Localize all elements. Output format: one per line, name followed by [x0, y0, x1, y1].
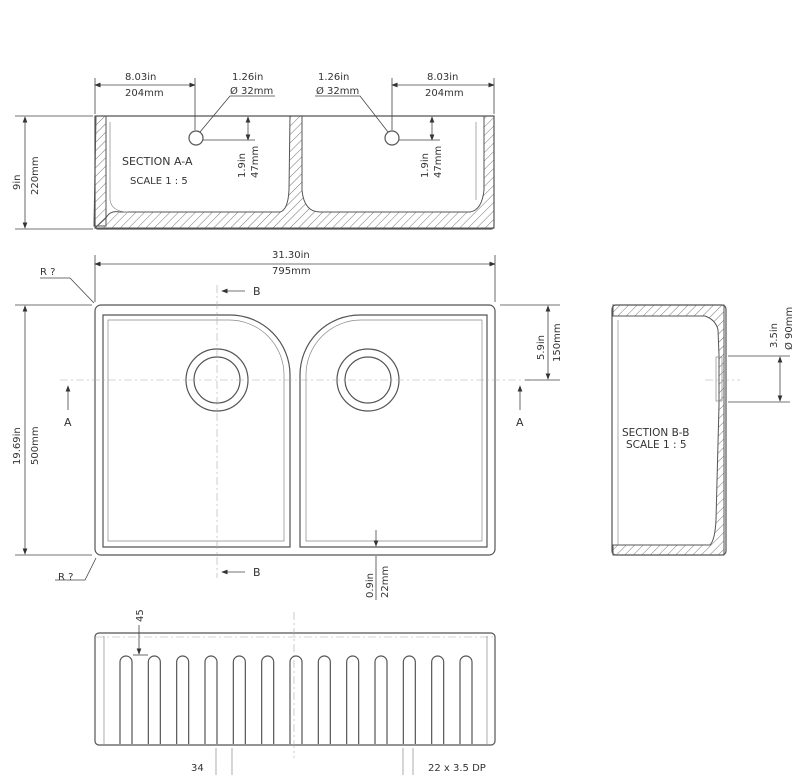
section-a-left-label: A: [64, 416, 72, 429]
radius-bottom-label: R ?: [58, 572, 73, 583]
aa-left-hole-in: 1.26in: [232, 72, 263, 83]
plan-width-mm: 795mm: [272, 266, 311, 277]
aa-hole-depth-left-in: 1.9in: [237, 153, 248, 178]
section-b-top-label: B: [253, 285, 261, 298]
bb-drain-in: 3.5in: [769, 323, 780, 348]
plan-width-in: 31.30in: [272, 250, 310, 261]
section-a-right-label: A: [516, 416, 524, 429]
flute: [289, 655, 303, 744]
aa-right-hole-in: 1.26in: [318, 72, 349, 83]
plan-view: 31.30in 795mm 19.69in 500mm 5.9in 150mm …: [12, 250, 563, 600]
plan-drain-offset-mm: 150mm: [552, 323, 563, 362]
flute: [232, 655, 246, 744]
section-a-a-view: 8.03in 204mm 1.26in Ø 32mm 1.26in Ø 32mm…: [12, 72, 495, 230]
aa-section-title: SECTION A-A: [122, 155, 193, 168]
aa-left-width-in: 8.03in: [125, 72, 156, 83]
flute: [317, 655, 331, 744]
section-b-bottom-label: B: [253, 566, 261, 579]
flute-group: [119, 655, 473, 744]
flute: [119, 655, 133, 744]
plan-rim-in: 0.9in: [365, 573, 376, 598]
aa-right-hole-mm: Ø 32mm: [316, 85, 359, 97]
plan-rim-mm: 22mm: [380, 566, 391, 598]
bb-section-scale: SCALE 1 : 5: [626, 439, 687, 451]
aa-left-width-mm: 204mm: [125, 88, 164, 99]
aa-section-scale: SCALE 1 : 5: [130, 176, 188, 187]
flute: [374, 655, 388, 744]
aa-hole-depth-right-mm: 47mm: [433, 146, 444, 178]
aa-hole-depth-right-in: 1.9in: [420, 153, 431, 178]
flute: [147, 655, 161, 744]
flute: [402, 655, 416, 744]
flute: [459, 655, 473, 744]
flute: [176, 655, 190, 744]
flute-note: 22 x 3.5 DP: [428, 763, 486, 774]
aa-right-width-mm: 204mm: [425, 88, 464, 99]
aa-right-width-in: 8.03in: [427, 72, 458, 83]
aa-hole-depth-left-mm: 47mm: [250, 146, 261, 178]
flute: [204, 655, 218, 744]
plan-depth-in: 19.69in: [12, 427, 23, 465]
aa-height-mm: 220mm: [30, 156, 41, 195]
flute: [346, 655, 360, 744]
flute-spacing-dim: 34: [191, 763, 204, 774]
bb-drain-mm: Ø 90mm: [783, 307, 795, 350]
aa-left-hole-mm: Ø 32mm: [230, 85, 273, 97]
flute: [261, 655, 275, 744]
plan-depth-mm: 500mm: [30, 426, 41, 465]
plan-drain-offset-in: 5.9in: [536, 335, 547, 360]
front-apron-view: 45 34 22 x 3.5 DP: [94, 609, 496, 775]
flute-top-dim: 45: [135, 609, 146, 622]
flute: [431, 655, 445, 744]
radius-top-label: R ?: [40, 267, 55, 278]
section-b-b-view: SECTION B-B SCALE 1 : 5 3.5in Ø 90mm: [611, 304, 795, 556]
bb-section-title: SECTION B-B: [622, 427, 689, 439]
aa-height-in: 9in: [12, 175, 23, 190]
